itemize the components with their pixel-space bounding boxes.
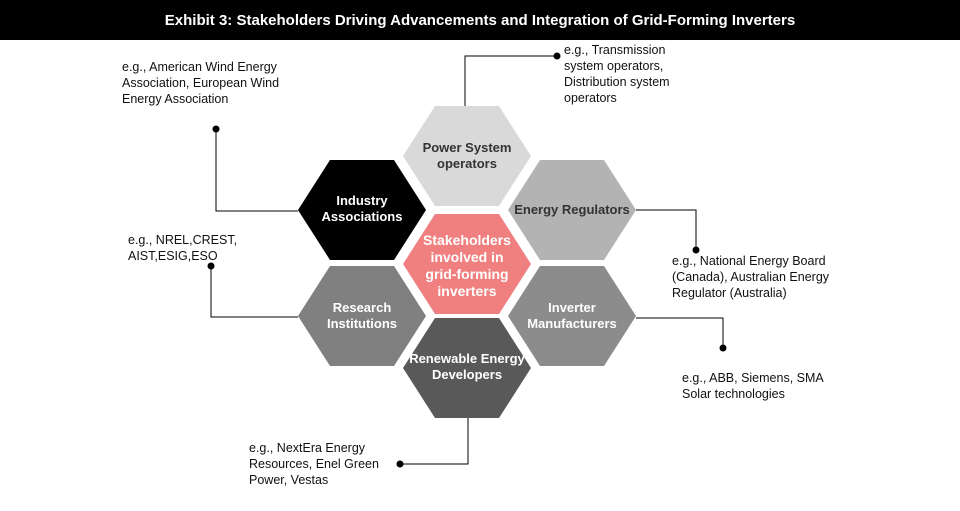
connector-dot-energy-regulators [692, 246, 700, 254]
label-research-institutions: Research Institutions [326, 300, 398, 331]
hex-research-institutions [298, 266, 426, 366]
label-center: Stakeholders involved in grid-forming in… [423, 232, 511, 299]
connector-dot-inverter-manufacturers [719, 344, 727, 352]
note-industry-associations: e.g., American Wind Energy Association, … [122, 60, 280, 106]
hex-inverter-manufacturers [508, 266, 636, 366]
connector-research-institutions [210, 266, 298, 318]
connector-power-system [464, 55, 557, 106]
label-industry-associations: Industry Associations [321, 193, 403, 224]
note-renewable-developers: e.g., NextEra Energy Resources, Enel Gre… [249, 441, 379, 487]
page-title: Exhibit 3: Stakeholders Driving Advancem… [0, 0, 960, 40]
hex-power-system [403, 106, 531, 206]
hex-renewable-developers [403, 318, 531, 418]
label-inverter-manufacturers: Inverter Manufacturers [527, 300, 617, 331]
note-energy-regulators: e.g., National Energy Board (Canada), Au… [672, 254, 830, 300]
note-power-system: e.g., Transmission system operators, Dis… [564, 43, 670, 105]
connector-dot-renewable-developers [396, 460, 404, 468]
connector-inverter-manufacturers [636, 317, 724, 348]
connector-industry-associations [215, 129, 298, 212]
hex-energy-regulators [508, 160, 636, 260]
label-renewable-developers: Renewable Energy Developers [409, 351, 525, 382]
note-research-institutions: e.g., NREL,CREST, AIST,ESIG,ESO [128, 233, 238, 263]
label-energy-regulators: Energy Regulators [514, 202, 630, 217]
connector-energy-regulators [636, 209, 697, 250]
note-inverter-manufacturers: e.g., ABB, Siemens, SMA Solar technologi… [682, 371, 824, 401]
hex-center [403, 214, 531, 314]
connector-dot-power-system [553, 52, 561, 60]
hex-industry-associations [298, 160, 426, 260]
connector-dot-industry-associations [212, 125, 220, 133]
label-power-system: Power System operators [422, 140, 512, 171]
connector-renewable-developers [400, 418, 469, 465]
connector-dot-research-institutions [207, 262, 215, 270]
